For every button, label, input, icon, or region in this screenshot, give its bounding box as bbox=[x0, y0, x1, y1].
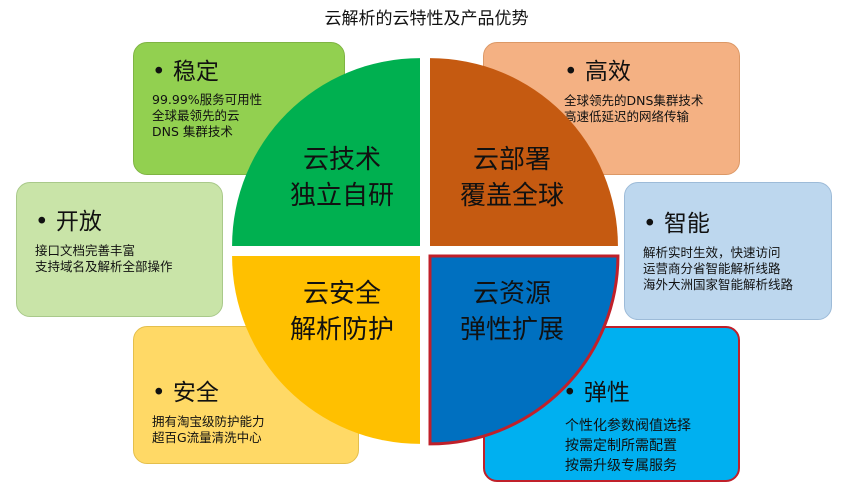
quadrant-top-right bbox=[430, 58, 618, 247]
card-open-line: 支持域名及解析全部操作 bbox=[35, 259, 173, 274]
diagram-title: 云解析的云特性及产品优势 bbox=[324, 9, 529, 29]
card-secure-line: 拥有淘宝级防护能力 bbox=[152, 414, 265, 429]
quadrant-bl-label: 云安全 解析防护 bbox=[262, 276, 422, 348]
quadrant-br-line: 弹性扩展 bbox=[459, 315, 564, 345]
card-elastic-line: 按需定制所需配置 bbox=[565, 438, 677, 454]
quadrant-br-label: 云资源 弹性扩展 bbox=[432, 276, 592, 348]
quadrant-br-line: 云资源 bbox=[472, 279, 551, 309]
card-smart-line: 海外大洲国家智能解析线路 bbox=[643, 277, 794, 292]
card-efficient-heading: • 高效 bbox=[564, 59, 631, 85]
card-elastic-heading: • 弹性 bbox=[563, 380, 630, 406]
quadrant-bl-line: 解析防护 bbox=[289, 315, 394, 345]
card-efficient-line: 高速低延迟的网络传输 bbox=[564, 109, 690, 124]
card-elastic-line: 按需升级专属服务 bbox=[565, 458, 677, 474]
card-smart: • 智能 解析实时生效，快速访问 运营商分省智能解析线路 海外大洲国家智能解析线… bbox=[624, 182, 832, 320]
quadrant-tl-line: 云技术 bbox=[302, 145, 381, 175]
quadrant-bottom-left bbox=[232, 256, 420, 444]
card-elastic-line: 个性化参数阀值选择 bbox=[565, 418, 691, 434]
card-smart-heading: • 智能 bbox=[643, 211, 710, 237]
card-smart-line: 解析实时生效，快速访问 bbox=[643, 245, 781, 260]
card-smart-line: 运营商分省智能解析线路 bbox=[643, 261, 781, 276]
quadrant-tr-label: 云部署 覆盖全球 bbox=[432, 142, 592, 214]
card-secure-heading: • 安全 bbox=[152, 380, 219, 406]
card-open-heading: • 开放 bbox=[35, 209, 102, 235]
card-stable-line: DNS 集群技术 bbox=[152, 124, 233, 139]
quadrant-top-left bbox=[232, 58, 420, 247]
card-stable-line: 99.99%服务可用性 bbox=[152, 92, 263, 107]
card-stable-line: 全球最领先的云 bbox=[152, 108, 240, 123]
quadrant-bottom-right bbox=[428, 254, 620, 446]
quadrant-bl-line: 云安全 bbox=[302, 279, 381, 309]
card-efficient: • 高效 全球领先的DNS集群技术 高速低延迟的网络传输 bbox=[483, 42, 740, 175]
card-secure-line: 超百G流量清洗中心 bbox=[152, 430, 262, 445]
quadrant-tl-label: 云技术 独立自研 bbox=[262, 142, 422, 214]
card-efficient-line: 全球领先的DNS集群技术 bbox=[564, 93, 704, 108]
card-open-line: 接口文档完善丰富 bbox=[35, 243, 136, 258]
card-stable-heading: • 稳定 bbox=[152, 59, 219, 85]
card-open: • 开放 接口文档完善丰富 支持域名及解析全部操作 bbox=[16, 182, 223, 317]
quadrant-tr-line: 云部署 bbox=[472, 145, 551, 175]
quadrant-tr-line: 覆盖全球 bbox=[459, 181, 564, 211]
quadrant-tl-line: 独立自研 bbox=[289, 181, 394, 211]
